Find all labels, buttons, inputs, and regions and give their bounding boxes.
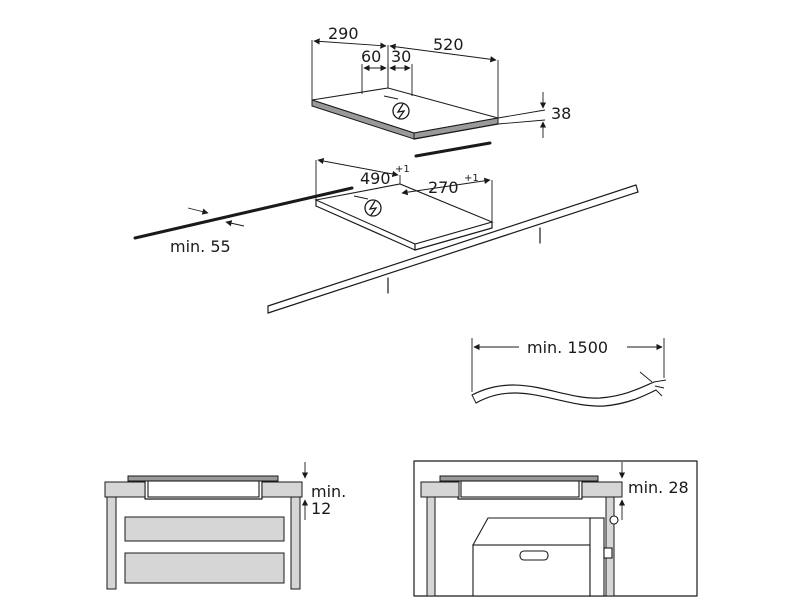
drawer-clearance-label-line2: 12 [311,499,331,518]
cable-length-label: min. 1500 [527,338,608,357]
hob-depth-label: 520 [433,35,464,54]
cable-illustration [471,338,667,407]
oven-cabinet-illustration [413,460,698,597]
oven-clearance-label: min. 28 [628,478,689,497]
cutout-width-label: 490 [360,169,391,188]
cutout-edge-distance-label: min. 55 [170,237,231,256]
cutout-depth-tolerance: +1 [464,173,479,184]
countertop-illustration [133,141,639,314]
hob-offset-a-label: 60 [361,47,381,66]
cutout-depth-label: 270 [428,178,459,197]
hob-width-label: 290 [328,24,359,43]
electrical-connection-icon [383,95,410,120]
hob-thickness-label: 38 [551,104,571,123]
hob-illustration [311,40,546,140]
electrical-connection-icon [353,195,382,217]
drawer-clearance-label-line1: min. [311,482,346,501]
hob-offset-b-label: 30 [391,47,411,66]
drawer-cabinet-illustration [104,475,303,590]
cutout-width-tolerance: +1 [395,164,410,175]
